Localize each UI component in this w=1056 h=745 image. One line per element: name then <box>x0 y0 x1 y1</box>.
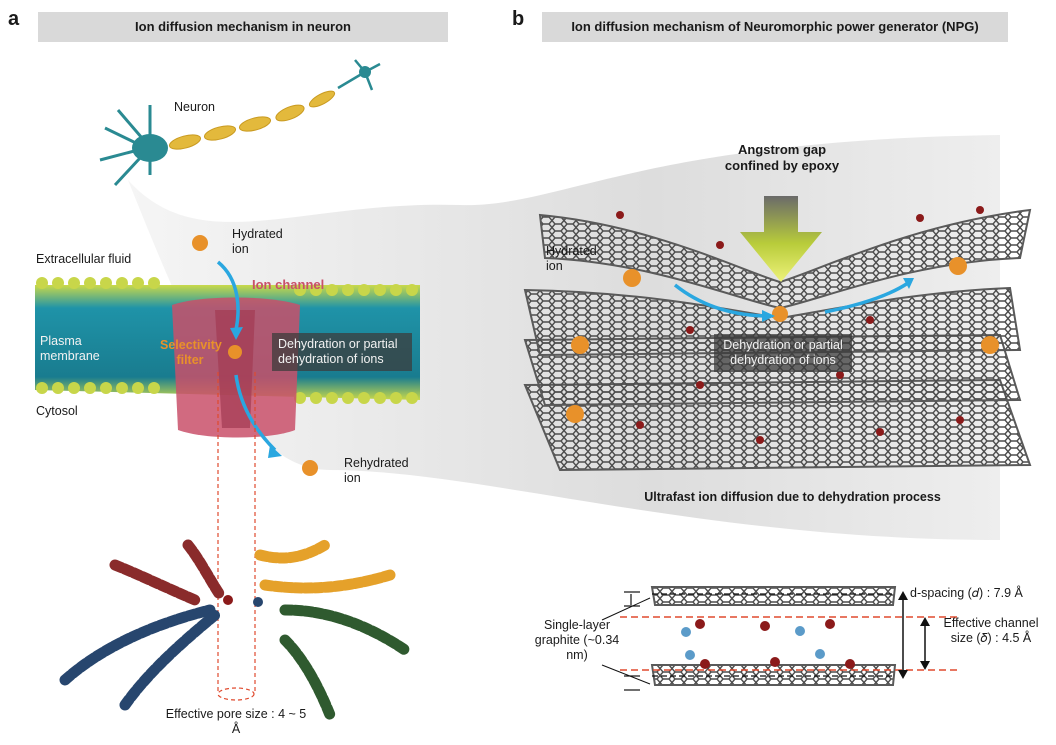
dehydration-label-a: Dehydration or partial dehydration of io… <box>272 333 412 371</box>
hydrated-ion-label-b: Hydrated ion <box>546 244 597 273</box>
plasma-membrane-label: Plasma membrane <box>40 334 100 363</box>
diffusion-arrows-b <box>673 281 909 318</box>
extracellular-fluid-label: Extracellular fluid <box>36 252 132 266</box>
dehydration-label-b: Dehydration or partial dehydration of io… <box>714 334 852 372</box>
epoxy-arrow <box>740 196 822 282</box>
ion-channel-label: Ion channel <box>252 277 325 292</box>
npg-caption: Ultrafast ion diffusion due to dehydrati… <box>644 490 941 504</box>
ion-markers <box>192 235 318 476</box>
panel-a-letter: a <box>8 8 20 30</box>
d-spacing-label: d-spacing (𝑑) : 7.9 Å <box>910 586 1023 600</box>
graphene-stack <box>523 208 1032 472</box>
pore-cylinder <box>217 372 256 701</box>
angstrom-gap-label: Angstrom gap confined by epoxy <box>724 142 840 173</box>
ion-channel <box>172 297 300 438</box>
interlayer-schematic <box>601 586 960 691</box>
neuron-label: Neuron <box>174 100 215 114</box>
neuron-illustration <box>99 59 381 187</box>
hydrated-ions-b <box>566 257 999 423</box>
panel-b-title: Ion diffusion mechanism of Neuromorphic … <box>542 12 1008 42</box>
selectivity-filter-label: Selectivity filter <box>160 338 222 367</box>
single-layer-graphite-label: Single-layer graphite (~0.34 nm) <box>534 618 620 662</box>
pore-size-label: Effective pore size : 4 ~ 5 Å <box>165 707 307 736</box>
diffusion-arrows-a <box>216 260 277 452</box>
hydrated-ion-label-a: Hydrated ion <box>232 227 283 256</box>
panel-b-letter: b <box>512 8 525 30</box>
protein-helices <box>59 539 411 721</box>
oxygen-groups <box>616 206 984 444</box>
panel-a-title: Ion diffusion mechanism in neuron <box>38 12 448 42</box>
channel-size-label: Effective channel size (𝛿) : 4.5 Å <box>943 616 1039 645</box>
cytosol-label: Cytosol <box>36 404 78 418</box>
rehydrated-ion-label: Rehydrated ion <box>344 456 409 485</box>
